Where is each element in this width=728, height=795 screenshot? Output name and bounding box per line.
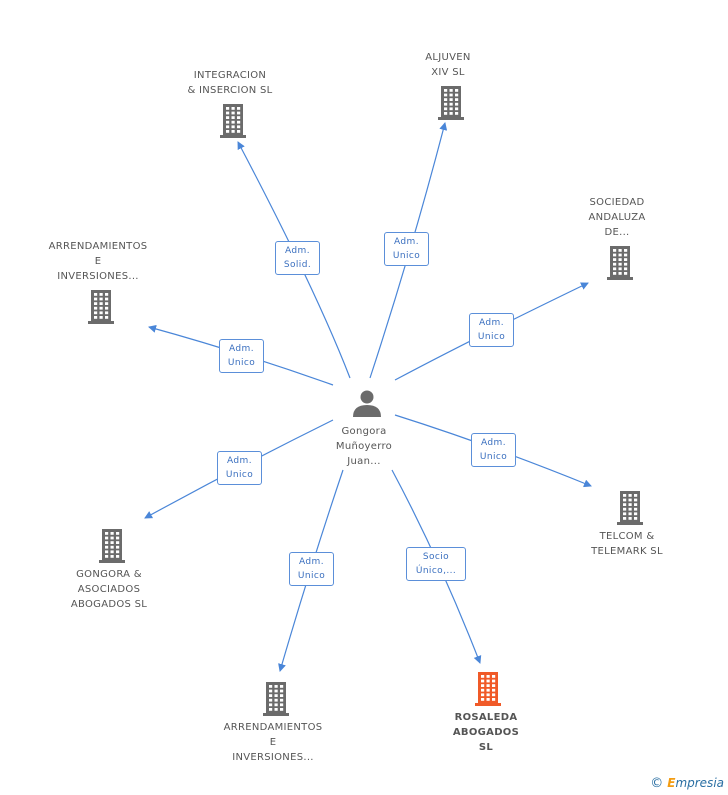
building-icon[interactable] [220,104,246,138]
building-icon[interactable] [438,86,464,120]
brand-name: mpresia [675,776,724,790]
building-icon[interactable] [617,491,643,525]
relation-label-gongora[interactable]: Adm. Unico [217,451,262,485]
person-label: Gongora Muñoyerro Juan... [335,426,393,467]
company-label-telcom: TELCOM & TELEMARK SL [591,531,663,557]
building-icon[interactable] [88,290,114,324]
relation-label-sociedad[interactable]: Adm. Unico [469,313,514,347]
relation-label-rosaleda[interactable]: Socio Único,... [406,547,466,581]
company-label-aljuven: ALJUVEN XIV SL [425,52,471,78]
building-icon[interactable] [263,682,289,716]
empresia-watermark[interactable]: ©Empresia [650,776,724,791]
company-label-rosaleda: ROSALEDA ABOGADOS SL [452,712,520,753]
person-icon[interactable] [353,390,381,418]
relation-label-aljuven[interactable]: Adm. Unico [384,232,429,266]
relation-label-arrend2[interactable]: Adm. Unico [289,552,334,586]
building-icon[interactable] [475,672,501,706]
copyright-icon: © [650,776,664,791]
brand-initial: E [667,776,676,790]
company-label-gongora: GONGORA & ASOCIADOS ABOGADOS SL [70,569,148,610]
building-icon[interactable] [607,246,633,280]
company-label-arrend2: ARRENDAMIENTOS E INVERSIONES... [223,722,323,763]
relation-label-arrend1[interactable]: Adm. Unico [219,339,264,373]
company-label-sociedad: SOCIEDAD ANDALUZA DE... [588,197,646,238]
relation-label-telcom[interactable]: Adm. Unico [471,433,516,467]
company-label-integracion: INTEGRACION & INSERCION SL [187,70,273,96]
relation-label-integracion[interactable]: Adm. Solid. [275,241,320,275]
company-label-arrend1: ARRENDAMIENTOS E INVERSIONES... [48,241,148,282]
building-icon[interactable] [99,529,125,563]
